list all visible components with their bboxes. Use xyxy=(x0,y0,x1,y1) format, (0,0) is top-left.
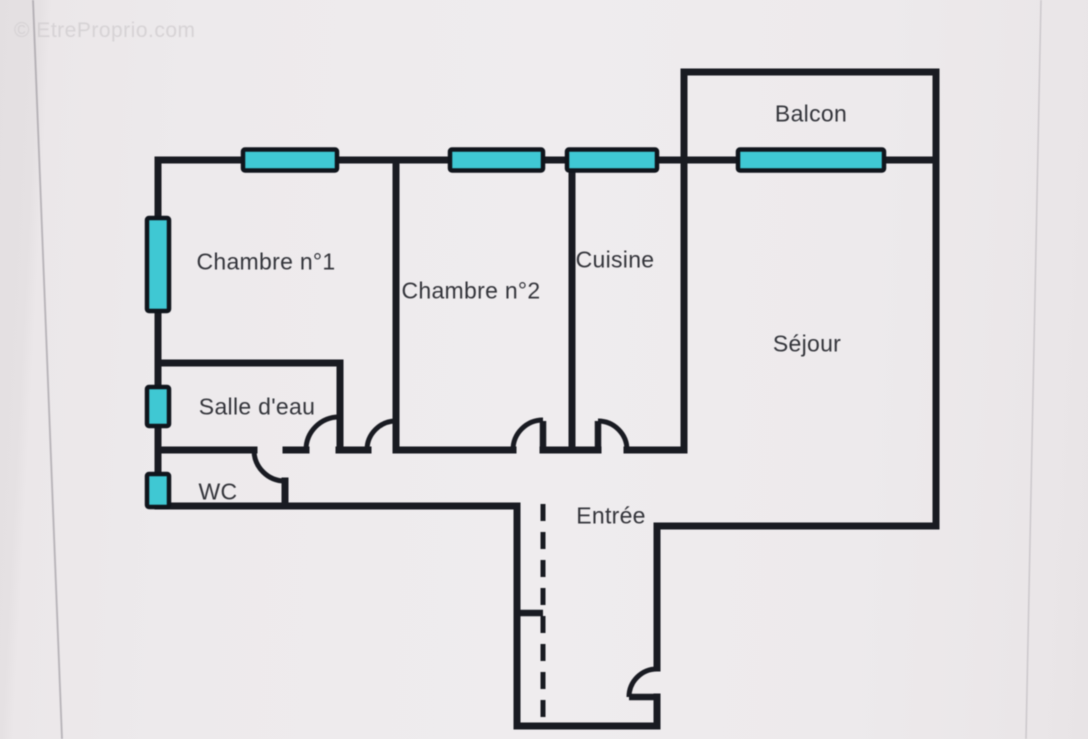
window-wc-left xyxy=(144,471,172,510)
room-label-sejour: Séjour xyxy=(772,330,842,357)
door-arc-wc xyxy=(251,449,286,484)
door-arc-chambre1 xyxy=(364,418,397,451)
window-chambre1-top xyxy=(240,147,340,173)
windows xyxy=(144,147,887,510)
window-cuisine-top xyxy=(564,147,660,173)
doors xyxy=(251,414,658,722)
watermark: © EtreProprio.com xyxy=(14,19,196,42)
window-chambre2-top xyxy=(447,147,546,173)
room-label-salledeau: Salle d'eau xyxy=(198,393,316,420)
door-arc-chambre2 xyxy=(510,417,544,451)
window-sejour-balcon xyxy=(735,147,887,173)
room-label-balcon: Balcon xyxy=(774,100,848,127)
window-chambre1-left xyxy=(144,215,172,314)
photo-edge-lines xyxy=(32,0,1042,739)
door-arc-entry xyxy=(626,666,658,698)
room-label-chambre2: Chambre n°2 xyxy=(401,277,541,304)
room-label-chambre1: Chambre n°1 xyxy=(196,248,336,275)
door-arc-salledeau xyxy=(303,414,340,451)
room-label-wc: WC xyxy=(198,478,238,505)
room-label-cuisine: Cuisine xyxy=(575,246,655,273)
door-arc-cuisine xyxy=(597,418,630,451)
window-salledeau-left xyxy=(144,384,172,429)
page-edge-left-line xyxy=(32,0,63,739)
walls xyxy=(154,68,940,730)
page-edge-right-line xyxy=(1025,0,1042,739)
room-label-entree: Entrée xyxy=(576,502,646,529)
